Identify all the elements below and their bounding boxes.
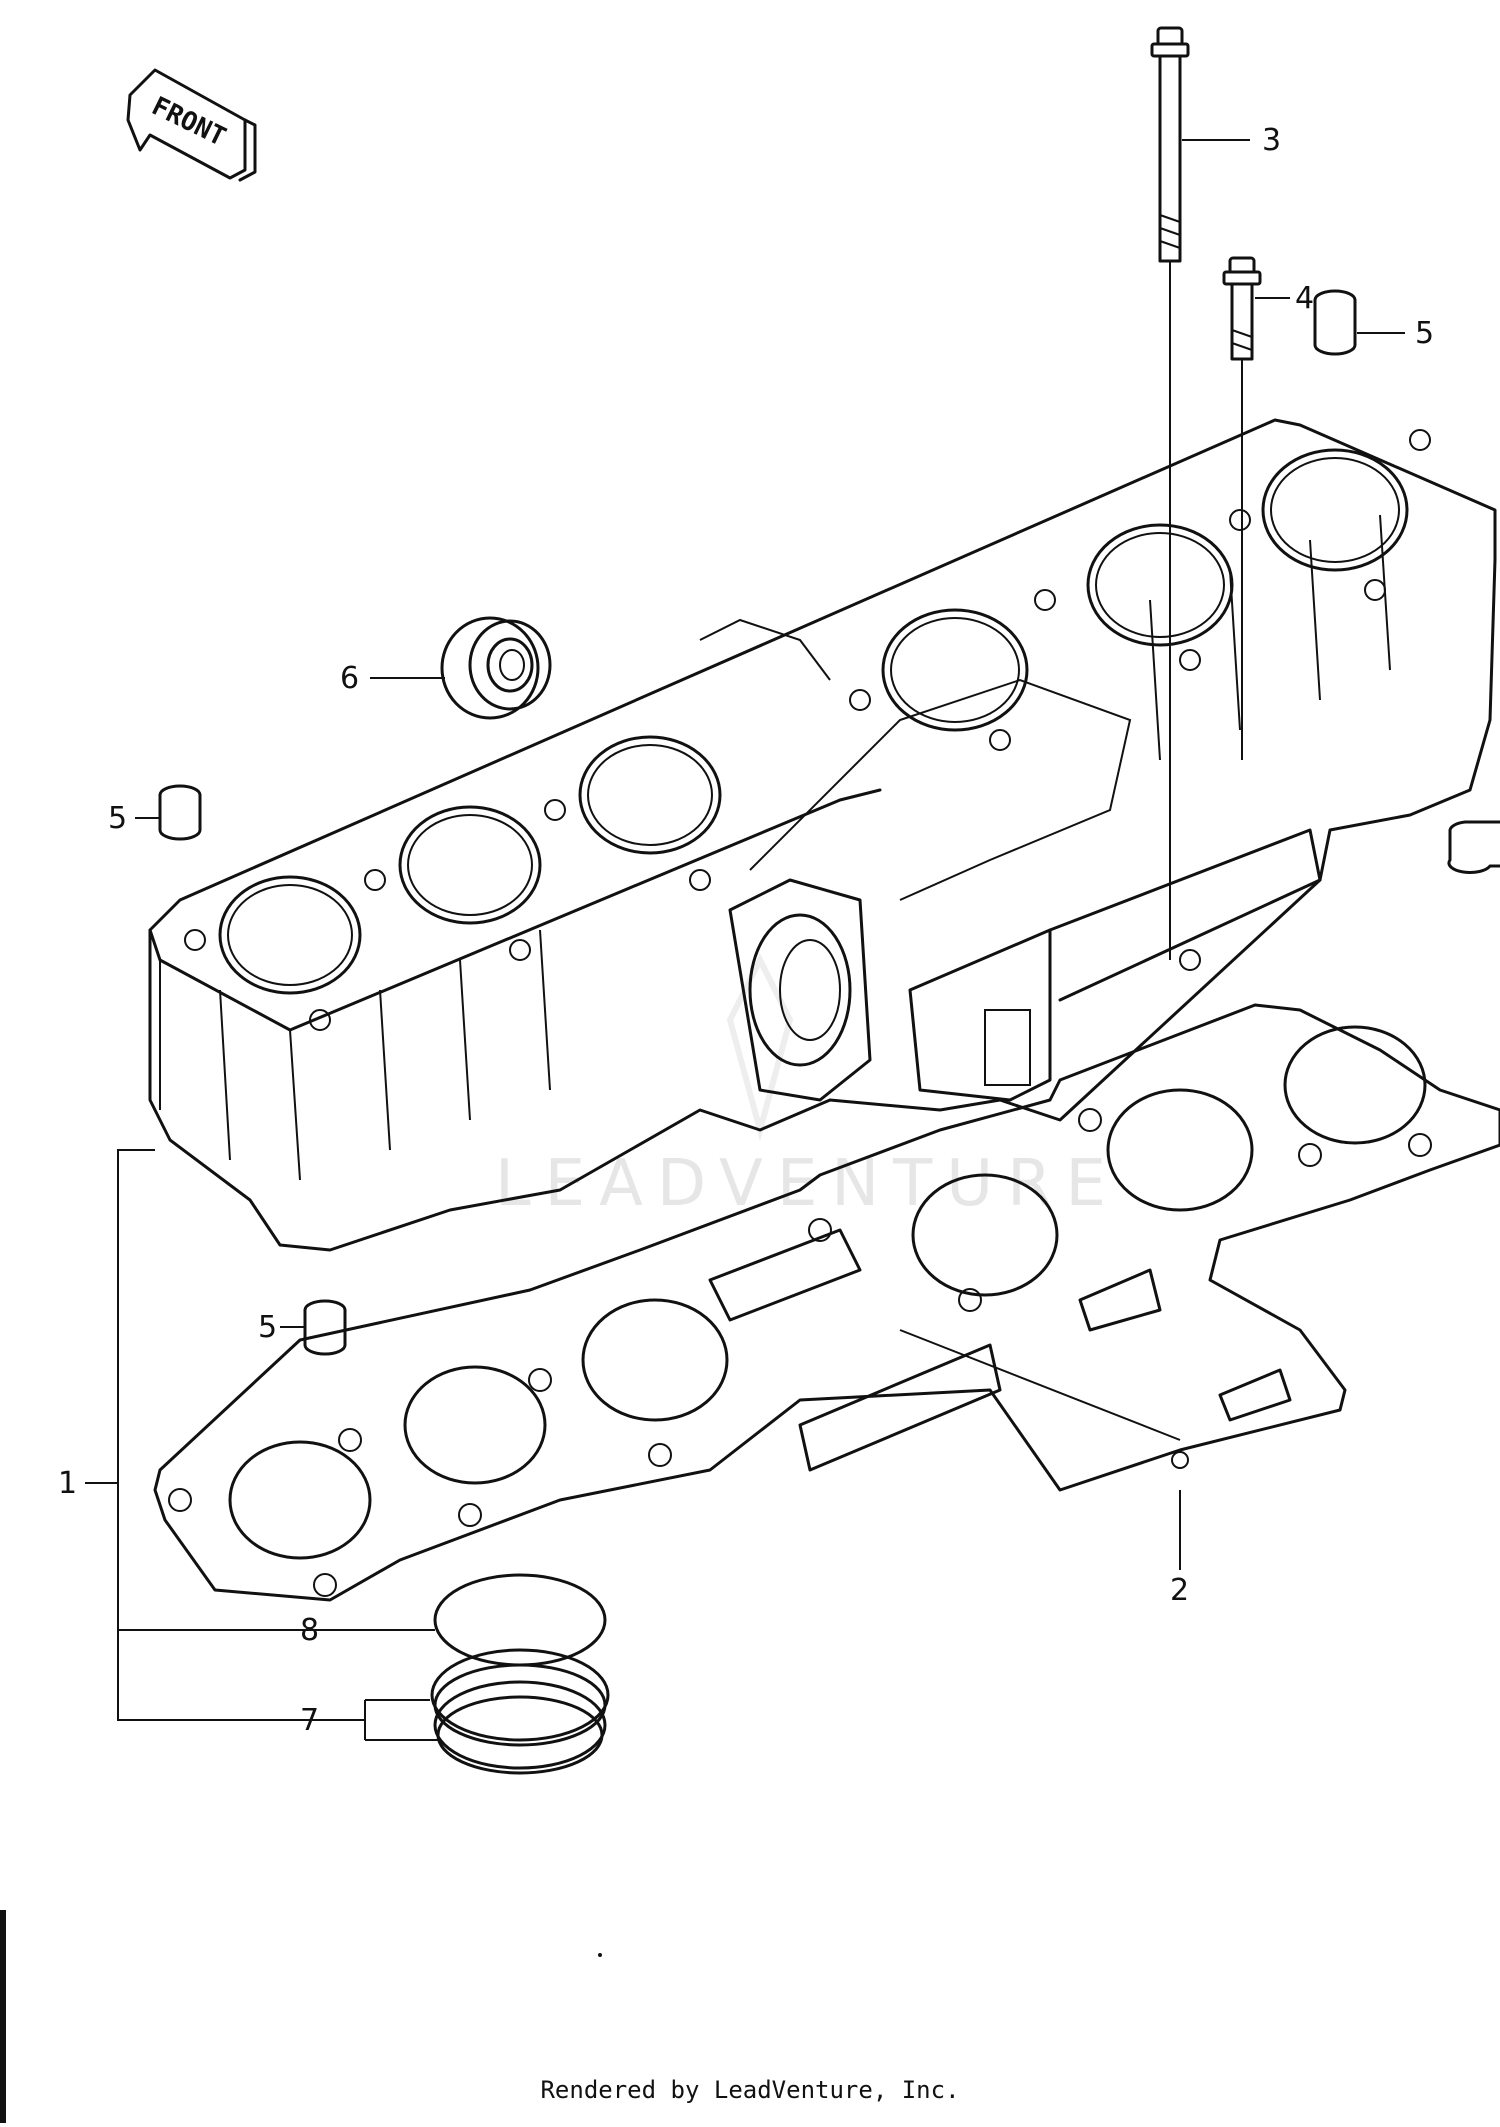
front-arrow-icon: FRONT (126, 68, 257, 182)
leader-lines (85, 139, 1405, 1741)
dowel-pin-upper-right (1313, 289, 1357, 356)
o-ring-pair (430, 1648, 610, 1775)
cylinder-head-gasket (153, 1003, 1500, 1602)
cylinder-block (148, 418, 1497, 1252)
watermark-text: LEADVENTURE (495, 1147, 1120, 1221)
head-bolt-long (1150, 26, 1190, 960)
head-bolt-short (1222, 256, 1262, 760)
callout-1: 1 (58, 1466, 77, 1501)
oil-seal (440, 616, 552, 720)
dowel-pin-left (158, 784, 202, 841)
callout-7: 7 (300, 1703, 319, 1738)
callout-labels: 3 4 5 6 5 5 1 2 8 7 (58, 123, 1434, 1738)
callout-8: 8 (300, 1613, 319, 1648)
callout-4: 4 (1295, 281, 1314, 316)
callout-5-left: 5 (108, 801, 127, 836)
callout-5-lower: 5 (258, 1310, 277, 1345)
speck (598, 1953, 602, 1957)
callout-6: 6 (340, 661, 359, 696)
footer-credit: Rendered by LeadVenture, Inc. (540, 2076, 960, 2104)
callout-5-upper: 5 (1415, 316, 1434, 351)
callout-3: 3 (1262, 123, 1281, 158)
callout-2: 2 (1170, 1573, 1189, 1608)
margin-bar (0, 1910, 6, 2123)
dowel-pin-lower (303, 1299, 347, 1356)
dowel-pin-right-edge (1447, 820, 1500, 874)
